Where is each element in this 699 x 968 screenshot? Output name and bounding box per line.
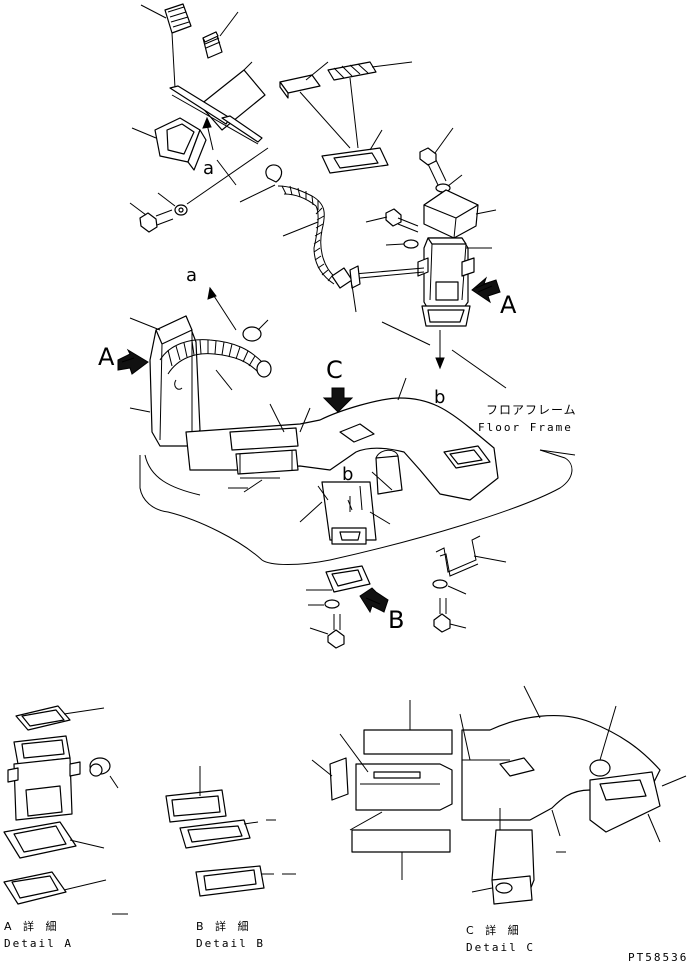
bracket-lower-right: [432, 535, 507, 633]
corrugated-hose-top: [265, 164, 361, 313]
label-b-right: b: [434, 387, 445, 408]
louver-grille-top: [164, 3, 192, 34]
drawing-number: PT58536: [628, 951, 688, 963]
label-a-left: A: [98, 343, 115, 371]
grille-frame: [321, 147, 389, 174]
duct-cover: [423, 189, 479, 239]
label-c: C: [326, 356, 343, 384]
label-a-top: a: [203, 158, 214, 179]
detail-b-drawing: [165, 766, 296, 897]
detail-a-drawing: [3, 705, 128, 915]
hose-cap-mid: [242, 319, 269, 342]
detail-a-en: Detail A: [4, 937, 73, 950]
main-duct-center: [185, 397, 499, 545]
detail-a-jp: A 詳 細: [4, 919, 61, 933]
bolt-washer-left: [139, 204, 188, 233]
bolt-top-right: [419, 147, 447, 186]
label-b-arrow: B: [388, 606, 404, 634]
detail-b-jp: B 詳 細: [196, 919, 253, 933]
detail-c-en: Detail C: [466, 941, 535, 954]
grille-louver: [327, 61, 377, 81]
label-b-center: b: [342, 464, 353, 485]
detail-c-jp: C 詳 細: [466, 923, 523, 937]
top-left-vent-group: [129, 3, 276, 233]
detail-c-drawing: [311, 685, 687, 905]
bolt-mid-right: [385, 208, 419, 233]
b-assembly: B: [306, 565, 404, 649]
view-arrow-a-right: [471, 276, 501, 304]
vent-cap: [202, 31, 223, 59]
label-a-mid: a: [186, 265, 197, 286]
top-center-grilles: [279, 61, 413, 174]
corrugated-hose-mid: [159, 339, 272, 391]
duct-left-vertical: [129, 315, 201, 447]
view-arrow-a-left: [117, 348, 149, 375]
duct-a-body: [417, 237, 475, 327]
label-a-right: A: [500, 291, 517, 319]
detail-b-en: Detail B: [196, 937, 265, 950]
floor-frame-en: Floor Frame: [478, 421, 573, 434]
duct-bracket-left: [154, 117, 207, 171]
view-arrow-b: [359, 587, 389, 614]
view-arrow-c: [322, 387, 354, 413]
floor-frame-jp: フロアフレーム: [486, 403, 577, 417]
duct-a-assembly: A: [353, 127, 517, 389]
